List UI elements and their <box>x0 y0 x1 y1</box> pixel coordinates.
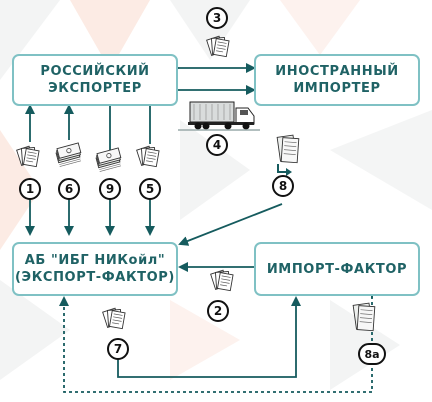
arrow-8a <box>59 290 373 393</box>
documents-icon <box>206 35 230 58</box>
step-8-marker: 8 <box>272 175 294 197</box>
money-stack-icon <box>94 147 124 172</box>
step-9-marker: 9 <box>99 178 121 200</box>
step-8a-marker: 8а <box>358 343 386 365</box>
documents-icon <box>136 145 160 168</box>
export-factor-bank-label-line2: (ЭКСПОРТ-ФАКТОР) <box>15 270 175 285</box>
foreign-importer-label-line2: ИМПОРТЕР <box>293 81 381 96</box>
step-3-marker: 3 <box>206 7 228 29</box>
foreign-importer-label-line1: ИНОСТРАННЫЙ <box>275 64 399 79</box>
money-stack-icon <box>54 142 84 167</box>
step-6-marker: 6 <box>58 178 80 200</box>
money-stack-icon <box>276 134 300 176</box>
documents-icon <box>210 269 234 292</box>
step-2-marker: 2 <box>207 300 229 322</box>
russian-exporter-label-line2: ЭКСПОРТЕР <box>48 81 142 96</box>
export-factor-bank-box: АБ "ИБГ НИКойл" (ЭКСПОРТ-ФАКТОР) <box>12 242 178 296</box>
step-7-marker: 7 <box>107 338 129 360</box>
documents-icon <box>16 145 40 168</box>
step-1-marker: 1 <box>19 178 41 200</box>
import-factor-label: ИМПОРТ-ФАКТОР <box>266 261 408 277</box>
russian-exporter-box: РОССИЙСКИЙ ЭКСПОРТЕР <box>12 54 178 106</box>
flow-arrows <box>25 63 373 393</box>
truck-icon <box>178 101 260 131</box>
import-factor-box: ИМПОРТ-ФАКТОР <box>254 242 420 296</box>
arrow-7 <box>117 296 301 378</box>
foreign-importer-box: ИНОСТРАННЫЙ ИМПОРТЕР <box>254 54 420 106</box>
step-4-marker: 4 <box>206 134 228 156</box>
documents-icon <box>102 307 126 330</box>
step-5-marker: 5 <box>139 178 161 200</box>
arrow-8 <box>178 203 283 246</box>
russian-exporter-label-line1: РОССИЙСКИЙ <box>40 64 150 79</box>
export-factor-bank-label-line1: АБ "ИБГ НИКойл" <box>24 253 166 268</box>
money-stack-icon <box>352 302 376 332</box>
